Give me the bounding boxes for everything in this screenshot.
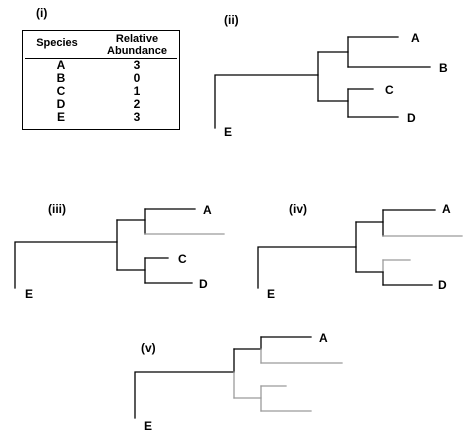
table-header-abundance-line1: Relative <box>115 33 159 45</box>
table-cell-species: B <box>56 71 66 85</box>
table-cell-abundance: 3 <box>133 58 141 72</box>
table-cell-species: A <box>56 58 66 72</box>
tree-ii <box>214 36 431 129</box>
panel-label-ii: (ii) <box>224 13 239 27</box>
tree-v <box>134 336 343 419</box>
table-header-abundance: Relative Abundance <box>97 33 177 57</box>
table-cell-abundance: 1 <box>133 84 141 98</box>
tree-iii-label-d: D <box>199 277 208 291</box>
table-cell-species: D <box>56 97 66 111</box>
tree-iv-root-branch <box>257 246 357 289</box>
panel-label-i: (i) <box>36 6 48 20</box>
panel-label-iv: (iv) <box>289 202 307 216</box>
table-cell-species: C <box>56 84 66 98</box>
tree-iii-label-c: C <box>178 252 187 266</box>
table-cell-abundance: 0 <box>133 71 141 85</box>
tree-ii-label-b: B <box>439 61 448 75</box>
tree-iv-label-a: A <box>442 202 451 216</box>
table-cell-abundance: 2 <box>133 97 141 111</box>
table-header-rule <box>25 58 177 59</box>
tree-v-root-branch <box>134 371 235 419</box>
table-cell-abundance: 3 <box>133 110 141 124</box>
table-cell-species: E <box>56 110 65 124</box>
tree-iii <box>14 208 225 289</box>
table-header-abundance-line2: Abundance <box>107 45 167 57</box>
tree-ii-label-a: A <box>411 31 420 45</box>
tree-ii-label-e: E <box>224 125 232 139</box>
tree-v-label-e: E <box>144 419 152 433</box>
tree-iv-label-e: E <box>267 287 275 301</box>
panel-label-iii: (iii) <box>48 202 66 216</box>
table-header-species: Species <box>36 37 78 49</box>
tree-ii-label-d: D <box>407 111 416 125</box>
tree-iii-label-a: A <box>203 203 212 217</box>
tree-ii-label-c: C <box>385 83 394 97</box>
tree-iii-label-e: E <box>25 287 33 301</box>
tree-ii-root-branch <box>214 74 319 129</box>
tree-iv <box>257 209 463 289</box>
abundance-table: Species Relative Abundance A 3 B 0 C 1 D… <box>22 30 180 130</box>
tree-v-label-a: A <box>319 331 328 345</box>
panel-label-v: (v) <box>141 341 156 355</box>
tree-iv-label-d: D <box>438 278 447 292</box>
tree-iii-root-branch <box>14 241 118 289</box>
